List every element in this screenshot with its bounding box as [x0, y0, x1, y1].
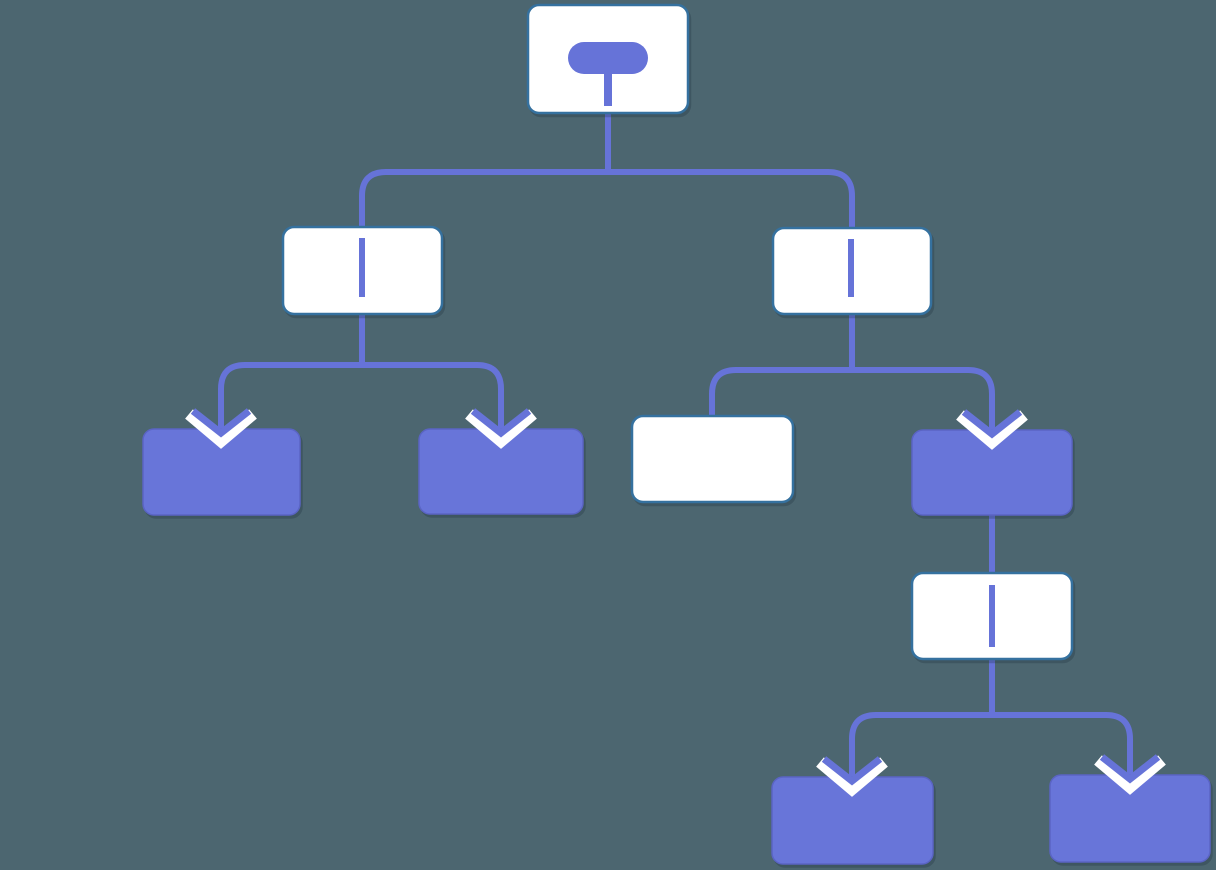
- node-root[interactable]: [526, 3, 690, 115]
- connector-split-right: [709, 367, 995, 434]
- node-branch-right[interactable]: [771, 226, 933, 316]
- vertical-line-icon: [848, 239, 854, 297]
- arrow-down-icon: [956, 409, 1028, 450]
- node-plain[interactable]: [630, 414, 795, 504]
- arrow-down-icon: [465, 408, 537, 449]
- arrowheads: [185, 408, 1166, 797]
- connector-split-left: [218, 362, 504, 433]
- arrow-down-icon: [1094, 754, 1166, 795]
- vertical-line-icon: [989, 585, 995, 647]
- connector-split-bottom: [849, 712, 1133, 781]
- node-branch-left[interactable]: [281, 225, 444, 316]
- node-branch-mid[interactable]: [910, 571, 1074, 661]
- root-pill-icon: [568, 42, 648, 106]
- arrow-down-icon: [816, 756, 888, 797]
- connector-split-top: [359, 169, 855, 230]
- vertical-line-icon: [359, 238, 365, 297]
- arrow-down-icon: [185, 408, 257, 449]
- connectors: [218, 112, 1133, 781]
